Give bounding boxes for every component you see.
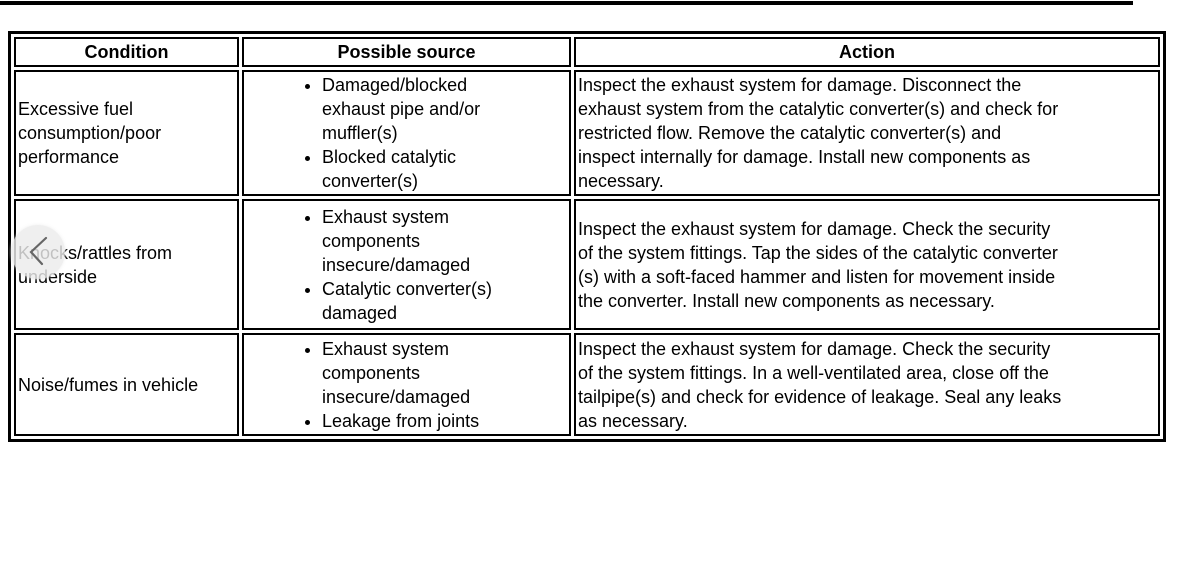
table-row: Excessive fuel consumption/poor performa… — [14, 70, 1160, 196]
possible-source-cell: Damaged/blocked exhaust pipe and/or muff… — [242, 70, 571, 196]
condition-cell: Excessive fuel consumption/poor performa… — [14, 70, 239, 196]
troubleshooting-table-wrap: Condition Possible source Action Excessi… — [8, 31, 1166, 442]
header-cell-possible-source: Possible source — [242, 37, 571, 67]
header-cell-action: Action — [574, 37, 1160, 67]
source-list: Damaged/blocked exhaust pipe and/or muff… — [244, 73, 569, 193]
source-list: Exhaust system components insecure/damag… — [244, 337, 569, 433]
table-row: Knocks/rattles from underside Exhaust sy… — [14, 199, 1160, 330]
source-list: Exhaust system components insecure/damag… — [244, 205, 569, 325]
action-cell: Inspect the exhaust system for damage. C… — [574, 199, 1160, 330]
source-item: Catalytic converter(s) damaged — [322, 277, 569, 325]
troubleshooting-table: Condition Possible source Action Excessi… — [8, 31, 1166, 442]
source-item: Blocked catalytic converter(s) — [322, 145, 569, 193]
table-row: Noise/fumes in vehicle Exhaust system co… — [14, 333, 1160, 436]
possible-source-cell: Exhaust system components insecure/damag… — [242, 199, 571, 330]
header-row: Condition Possible source Action — [14, 37, 1160, 67]
source-item: Exhaust system components insecure/damag… — [322, 205, 569, 277]
header-cell-condition: Condition — [14, 37, 239, 67]
source-item: Exhaust system components insecure/damag… — [322, 337, 569, 409]
possible-source-cell: Exhaust system components insecure/damag… — [242, 333, 571, 436]
source-item: Leakage from joints — [322, 409, 569, 433]
action-cell: Inspect the exhaust system for damage. D… — [574, 70, 1160, 196]
top-edge-bar — [0, 1, 1133, 5]
carousel-previous-button[interactable] — [11, 225, 65, 279]
condition-cell: Noise/fumes in vehicle — [14, 333, 239, 436]
source-item: Damaged/blocked exhaust pipe and/or muff… — [322, 73, 569, 145]
action-cell: Inspect the exhaust system for damage. C… — [574, 333, 1160, 436]
chevron-left-icon — [29, 236, 48, 266]
